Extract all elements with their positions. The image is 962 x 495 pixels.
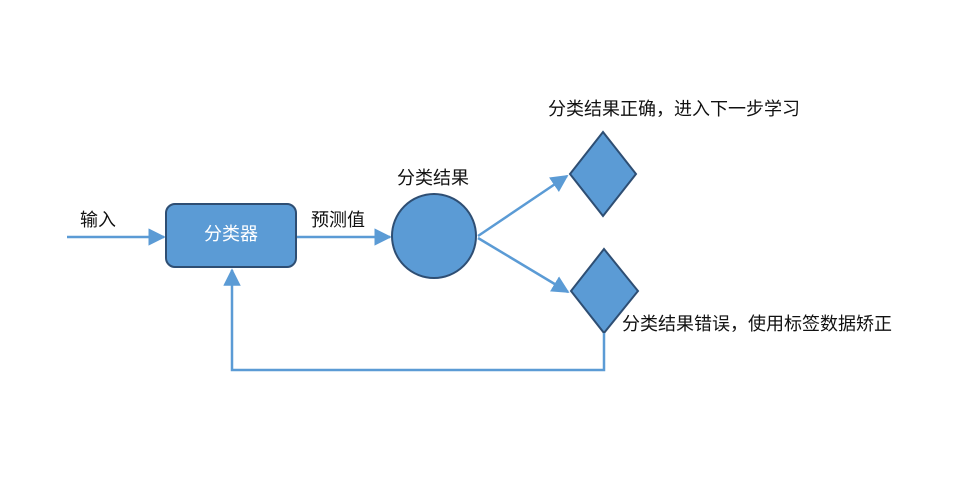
classifier-box <box>165 203 297 268</box>
correct-branch-arrow <box>477 174 569 238</box>
classifier-label: 分类器 <box>204 224 258 245</box>
feedback-arrow <box>223 268 606 372</box>
correct-diamond <box>568 130 638 218</box>
prediction-label: 预测值 <box>311 210 365 231</box>
result-circle <box>391 193 477 279</box>
wrong-label: 分类结果错误，使用标签数据矫正 <box>622 314 892 335</box>
correct-label: 分类结果正确，进入下一步学习 <box>548 99 800 120</box>
result-label: 分类结果 <box>397 168 469 189</box>
input-label: 输入 <box>80 210 116 231</box>
wrong-branch-arrow <box>477 236 570 294</box>
